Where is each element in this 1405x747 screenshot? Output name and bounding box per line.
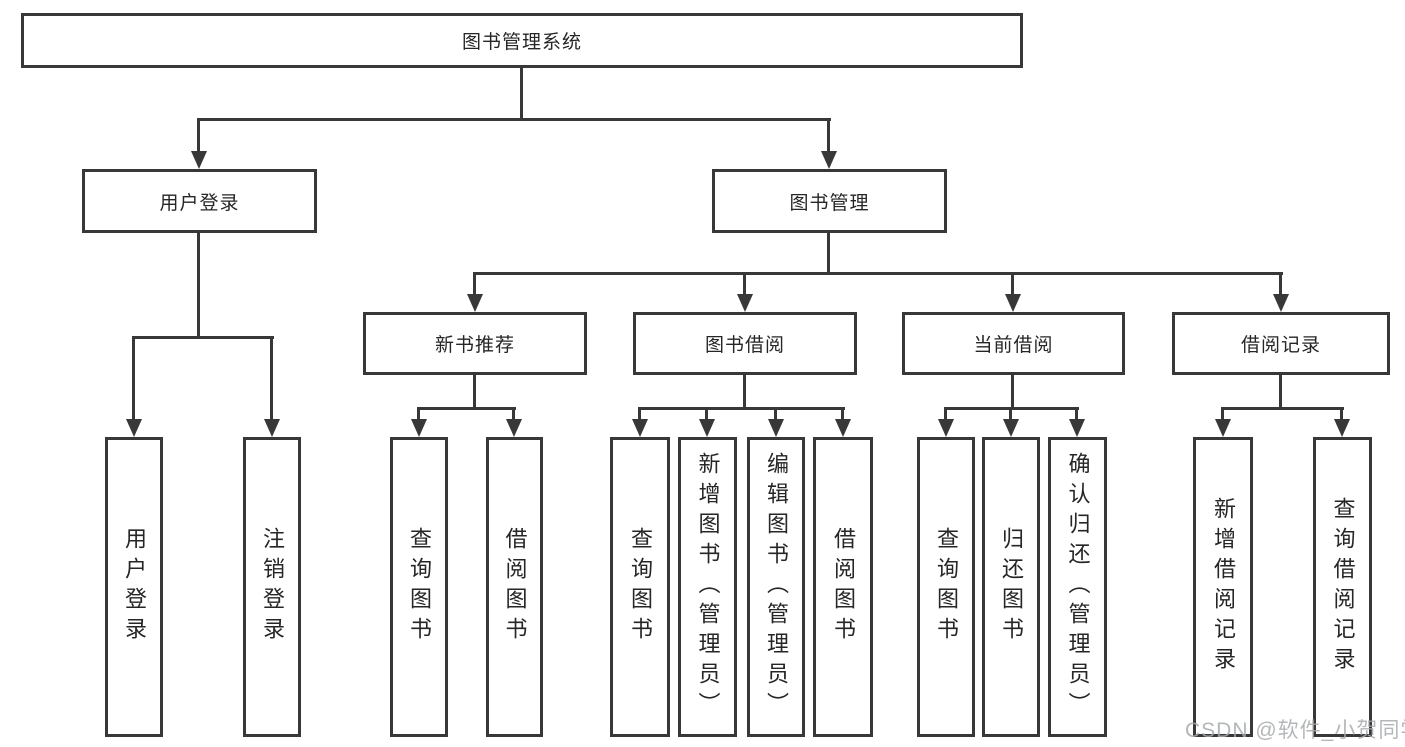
connector-line (473, 273, 476, 296)
node-cb-confirm: 确认归还（管理员） (1048, 437, 1107, 737)
arrow-down-icon (1003, 419, 1019, 437)
node-bb-add: 新增图书（管理员） (678, 437, 737, 737)
connector-line (1221, 407, 1344, 410)
connector-line (473, 375, 476, 410)
node-label: 注销登录 (260, 527, 285, 647)
node-label: 新增借阅记录 (1211, 497, 1236, 677)
connector-line (1279, 375, 1282, 410)
node-label: 查询图书 (934, 527, 959, 647)
connector-line (520, 68, 523, 121)
arrow-down-icon (699, 419, 715, 437)
node-root: 图书管理系统 (21, 13, 1023, 68)
node-br-add: 新增借阅记录 (1193, 437, 1253, 737)
arrow-down-icon (737, 294, 753, 312)
node-label: 图书借阅 (704, 335, 785, 356)
node-label: 借阅图书 (502, 527, 528, 647)
connector-line (417, 407, 516, 410)
node-bb-edit: 编辑图书（管理员） (747, 437, 805, 737)
connector-line (743, 273, 746, 296)
node-label: 查询借阅记录 (1330, 497, 1356, 677)
node-user-login: 用户登录 (82, 169, 317, 233)
arrow-down-icon (411, 419, 427, 437)
arrow-down-icon (1069, 419, 1085, 437)
node-label: 借阅图书 (831, 527, 856, 647)
node-br-query: 查询借阅记录 (1313, 437, 1372, 737)
connector-line (638, 407, 845, 410)
arrow-down-icon (1215, 419, 1231, 437)
connector-line (270, 337, 273, 421)
node-label: 图书管理系统 (461, 32, 582, 53)
connector-line (1009, 408, 1012, 421)
node-nbr-borrow: 借阅图书 (486, 437, 543, 737)
node-new-book-rec: 新书推荐 (363, 312, 587, 375)
arrow-down-icon (1334, 419, 1350, 437)
arrow-down-icon (1005, 294, 1021, 312)
node-current-borrow: 当前借阅 (902, 312, 1125, 375)
arrow-down-icon (506, 419, 522, 437)
connector-line (1340, 408, 1343, 421)
node-label: 新增图书（管理员） (695, 452, 721, 722)
node-label: 借阅记录 (1240, 335, 1321, 356)
node-label: 查询图书 (628, 527, 653, 647)
arrow-down-icon (467, 294, 483, 312)
connector-line (743, 375, 746, 410)
node-label: 确认归还（管理员） (1065, 452, 1091, 722)
node-label: 用户登录 (122, 527, 147, 647)
arrow-down-icon (191, 151, 207, 169)
connector-line (132, 337, 135, 421)
connector-line (1011, 375, 1014, 410)
node-nbr-query: 查询图书 (390, 437, 448, 737)
watermark: CSDN @软件_小贺同学 (1185, 719, 1405, 742)
node-bb-query: 查询图书 (610, 437, 670, 737)
node-label: 编辑图书（管理员） (764, 452, 789, 722)
arrow-down-icon (835, 419, 851, 437)
connector-line (197, 233, 200, 339)
arrow-down-icon (768, 419, 784, 437)
connector-line (774, 408, 777, 421)
connector-line (1221, 408, 1224, 421)
connector-line (1279, 273, 1282, 296)
connector-line (512, 408, 515, 421)
arrow-down-icon (821, 151, 837, 169)
node-borrow-records: 借阅记录 (1172, 312, 1390, 375)
arrow-down-icon (264, 419, 280, 437)
node-cb-return: 归还图书 (982, 437, 1040, 737)
connector-line (944, 408, 947, 421)
connector-line (197, 118, 831, 121)
connector-line (827, 233, 830, 275)
arrow-down-icon (1273, 294, 1289, 312)
node-leaf-user-login: 用户登录 (105, 437, 163, 737)
connector-line (638, 408, 641, 421)
node-book-borrow: 图书借阅 (633, 312, 857, 375)
node-label: 新书推荐 (434, 335, 515, 356)
connector-line (132, 336, 274, 339)
node-book-mgmt: 图书管理 (712, 169, 947, 233)
node-label: 当前借阅 (973, 335, 1054, 356)
node-leaf-logout: 注销登录 (243, 437, 301, 737)
node-label: 查询图书 (407, 527, 432, 647)
node-bb-borrow: 借阅图书 (813, 437, 873, 737)
connector-line (473, 272, 1283, 275)
arrow-down-icon (938, 419, 954, 437)
connector-line (827, 119, 830, 153)
connector-line (705, 408, 708, 421)
node-label: 归还图书 (999, 527, 1024, 647)
connector-line (197, 119, 200, 153)
node-cb-query: 查询图书 (917, 437, 975, 737)
node-label: 用户登录 (159, 192, 240, 214)
connector-line (1011, 273, 1014, 296)
arrow-down-icon (632, 419, 648, 437)
connector-line (417, 408, 420, 421)
arrow-down-icon (126, 419, 142, 437)
node-label: 图书管理 (789, 192, 870, 214)
connector-line (841, 408, 844, 421)
connector-line (1075, 408, 1078, 421)
